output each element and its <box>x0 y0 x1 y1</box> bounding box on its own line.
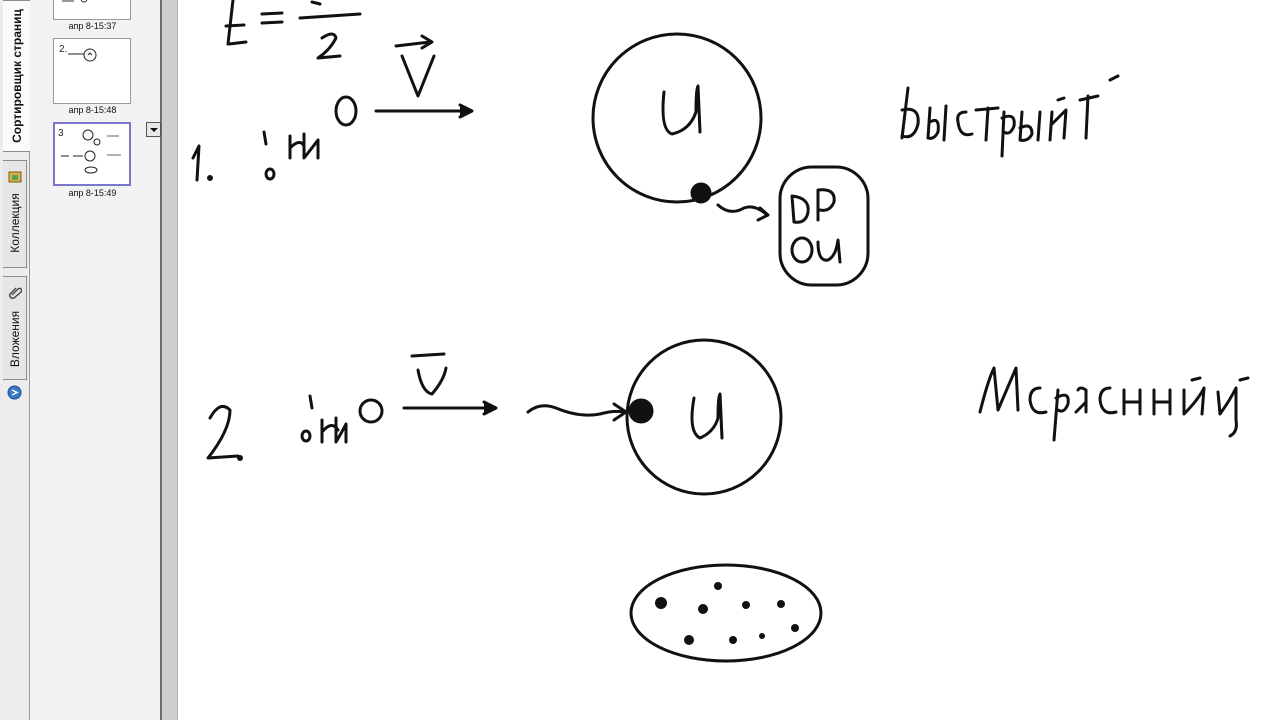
sidebar-tab-strip: Сортировщик страниц Коллекция Вложения <box>0 0 30 720</box>
tab-gallery-label: Коллекция <box>7 193 22 253</box>
ink-row-2 <box>206 338 1250 496</box>
paperclip-icon <box>9 287 22 299</box>
gallery-icon <box>8 171 22 183</box>
dropdown-arrow-icon[interactable] <box>146 122 161 137</box>
ink-particle-cloud <box>629 563 823 663</box>
thumbnail-preview <box>62 0 88 3</box>
tab-attachments[interactable]: Вложения <box>3 276 27 380</box>
tab-page-sorter[interactable]: Сортировщик страниц <box>3 0 30 152</box>
page-thumbnail-selected[interactable]: 3 <box>53 122 131 186</box>
properties-icon[interactable] <box>7 385 22 400</box>
whiteboard-canvas[interactable] <box>178 0 1280 720</box>
thumbnail-preview: 3 <box>58 128 121 174</box>
thumbnail-timestamp: апр 8-15:49 <box>68 188 117 198</box>
ink-formula <box>224 0 362 60</box>
ink-layer <box>191 0 1250 663</box>
thumbnail-timestamp: апр 8-15:48 <box>68 105 117 115</box>
canvas-gutter <box>162 0 178 720</box>
tab-attachments-label: Вложения <box>7 310 22 368</box>
svg-text:3: 3 <box>58 128 64 139</box>
page-thumbnail[interactable] <box>53 0 131 20</box>
tab-page-sorter-label: Сортировщик страниц <box>9 9 24 143</box>
svg-text:2.: 2. <box>59 44 67 55</box>
thumbnail-preview: 2. <box>59 44 97 62</box>
page-sorter-panel: апр 8-15:37 2. апр 8-15:48 3 апр 8-15:49… <box>30 0 183 720</box>
page-thumbnail[interactable]: 2. <box>53 38 131 104</box>
ink-row-1 <box>191 32 1120 287</box>
tab-gallery[interactable]: Коллекция <box>3 160 27 268</box>
thumbnail-timestamp: апр 8-15:37 <box>68 21 117 31</box>
